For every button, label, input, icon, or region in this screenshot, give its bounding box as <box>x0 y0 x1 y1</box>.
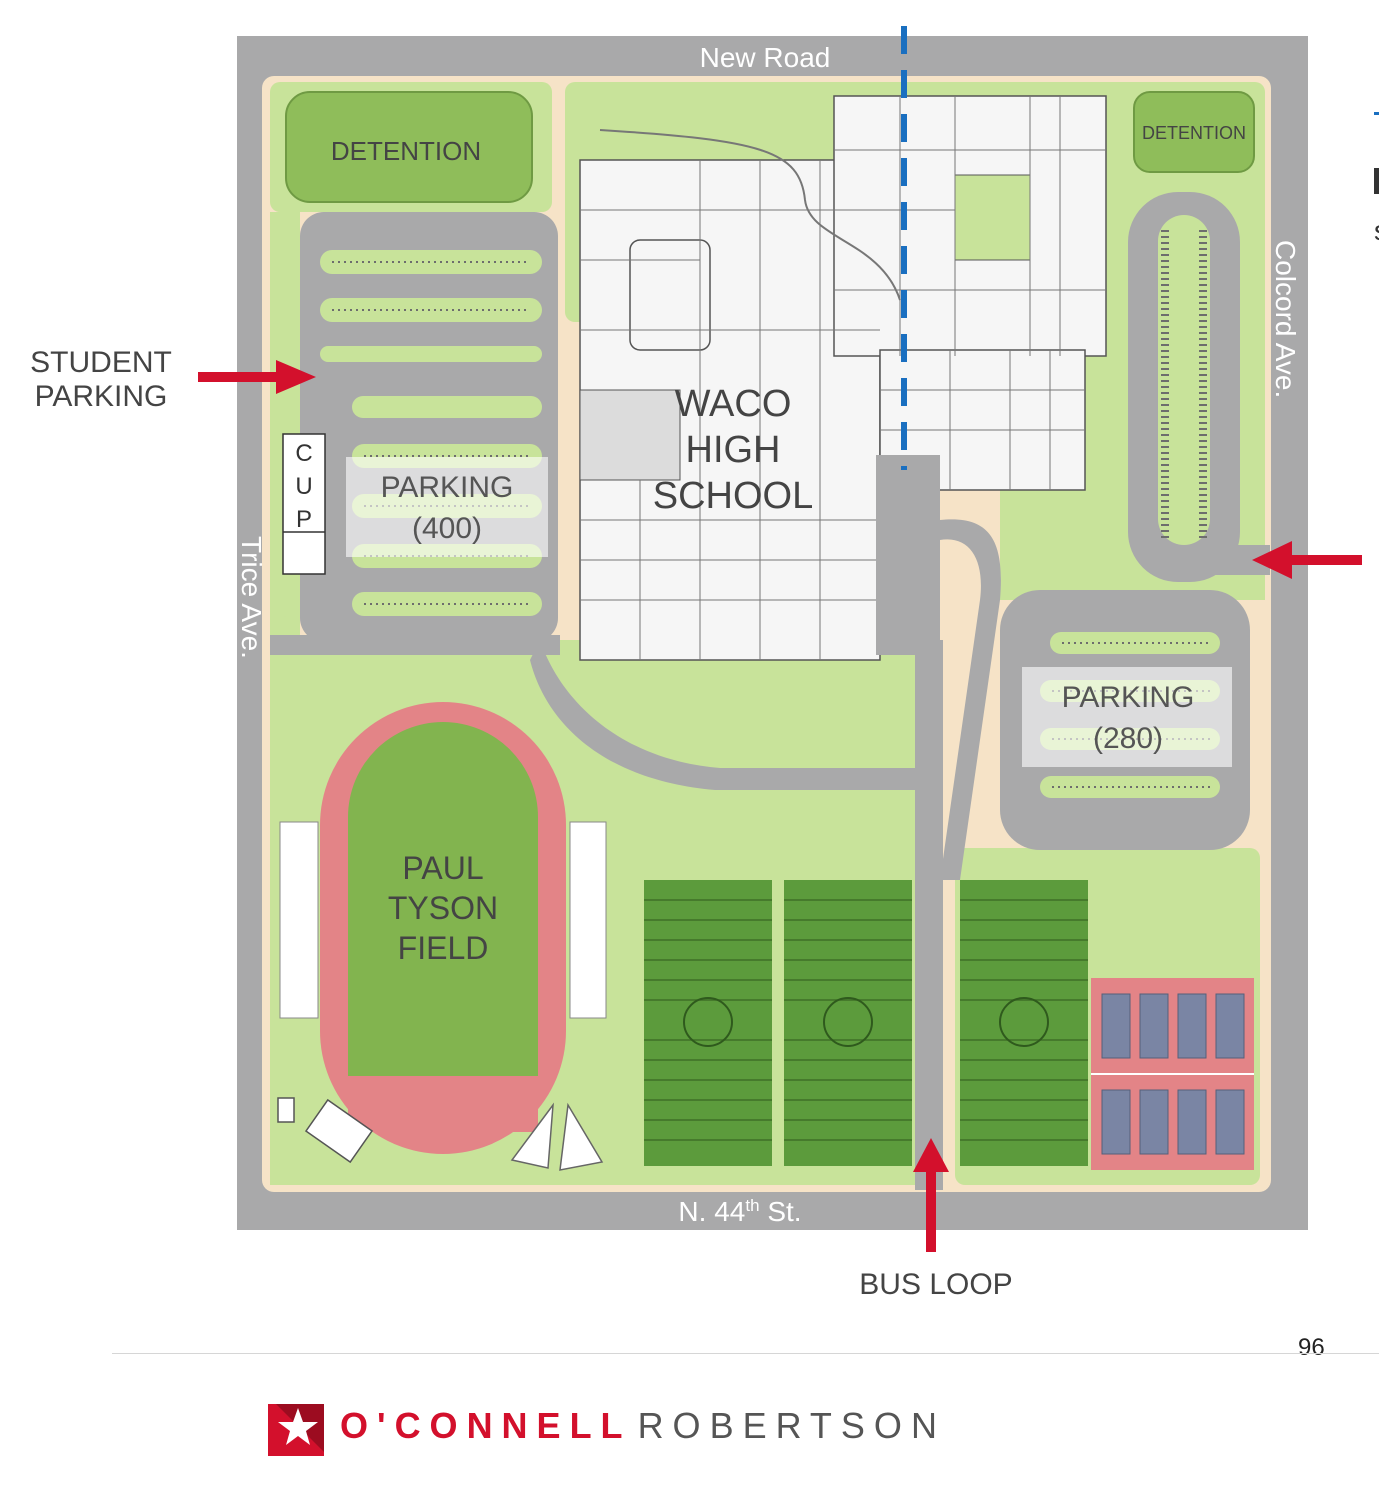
west-drive <box>530 640 915 790</box>
cropped-text-fragment <box>1374 168 1379 194</box>
school-courts-indoor <box>579 389 681 481</box>
bus-loop-callout: BUS LOOP <box>859 1268 1013 1301</box>
logo-star-icon <box>268 1404 324 1456</box>
student-parking-line-1: STUDENT <box>30 346 172 379</box>
detention-east-label: DETENTION <box>1142 123 1246 143</box>
stadium-label-line-3: FIELD <box>398 930 489 966</box>
parking-west-name: PARKING <box>381 471 514 504</box>
parking-east-label-box <box>1022 667 1232 767</box>
arrow-student-parking <box>198 360 316 394</box>
arrow-east-entry <box>1252 541 1362 579</box>
stadium-label-line-2: TYSON <box>388 890 498 926</box>
practice-field-2 <box>784 880 912 1166</box>
road-label-west: Trice Ave. <box>236 536 267 659</box>
bleachers-east <box>569 821 607 1019</box>
stadium-field-end <box>348 1030 538 1076</box>
road-label-south: N. 44th St. <box>678 1196 801 1227</box>
south-road-band <box>270 635 560 655</box>
detention-west <box>285 91 533 203</box>
detention-east <box>1133 91 1255 173</box>
cropped-text-letter: s <box>1374 215 1379 247</box>
school-label-line-2: HIGH <box>686 429 781 471</box>
ticket-booth <box>277 1097 295 1123</box>
arrow-bus-loop <box>913 1138 949 1252</box>
north-walkway <box>599 129 901 301</box>
east-access-drive <box>1160 545 1270 575</box>
practice-fields <box>644 880 1088 1166</box>
road-label-north: New Road <box>700 42 831 73</box>
logo-word-robertson: ROBERTSON <box>637 1405 946 1446</box>
concession-building <box>304 1098 374 1164</box>
bus-loop-road <box>876 455 940 655</box>
parking-island-east-north <box>1158 215 1210 545</box>
detention-west-label: DETENTION <box>331 136 481 166</box>
cup-letter-c: C <box>295 440 312 467</box>
bleachers-west <box>279 821 319 1019</box>
stadium-track-end <box>348 1076 538 1132</box>
cup-letter-u: U <box>295 473 312 500</box>
practice-field-1 <box>644 880 772 1166</box>
parking-east-name: PARKING <box>1062 681 1195 714</box>
student-parking-callout: STUDENT PARKING <box>22 346 180 414</box>
footer-divider <box>112 1353 1379 1354</box>
logo-word-oconnell: O'CONNELL <box>340 1405 632 1446</box>
parking-east-count: (280) <box>1093 722 1163 755</box>
parking-west-count: (400) <box>412 512 482 545</box>
tennis-courts <box>1101 993 1245 1155</box>
school-gym <box>629 239 711 351</box>
school-room-grid <box>580 96 1106 660</box>
company-logo: O'CONNELL ROBERTSON <box>268 1394 946 1458</box>
cup-building <box>282 433 326 575</box>
page-number: 96 <box>1298 1334 1325 1361</box>
cup-letter-p: P <box>296 506 312 533</box>
school-label-line-3: SCHOOL <box>653 475 813 517</box>
school-label-line-1: WACO <box>675 383 792 425</box>
stadium-label-line-1: PAUL <box>402 850 483 886</box>
bus-loop-curve <box>940 519 1001 880</box>
bus-loop-lane <box>915 640 943 1190</box>
cropped-heading-fragment <box>1374 112 1379 115</box>
road-label-east: Colcord Ave. <box>1270 240 1301 398</box>
stadium-field <box>348 722 538 1132</box>
parking-west-label-box <box>346 457 548 557</box>
school-courtyard <box>954 174 1031 261</box>
parking-lot-west <box>300 212 558 642</box>
site-map: New Road N. 44th St. Colcord Ave. Trice … <box>198 26 1362 1252</box>
student-parking-line-2: PARKING <box>34 380 168 413</box>
practice-field-3 <box>960 880 1088 1166</box>
field-event-fans <box>510 1102 604 1171</box>
